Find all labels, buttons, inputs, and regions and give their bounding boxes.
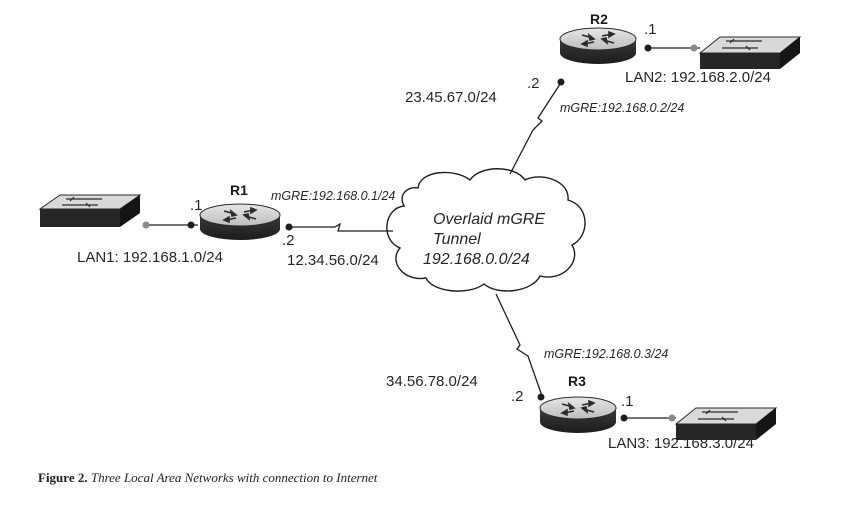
r3-mgre-address: mGRE:192.168.0.3/24 xyxy=(544,347,669,361)
lan-link-r1 xyxy=(142,221,198,229)
lan-link-r2 xyxy=(644,44,700,52)
caption-prefix: Figure 2. xyxy=(38,470,88,485)
router-r2-icon xyxy=(559,27,637,64)
wan-link-r3 xyxy=(495,293,543,397)
r2-lan-host: .1 xyxy=(644,21,657,38)
lan2-label: LAN2: 192.168.2.0/24 xyxy=(625,69,771,86)
lan-link-r3 xyxy=(620,414,676,422)
r1-wan-subnet: 12.34.56.0/24 xyxy=(287,252,379,269)
r1-wan-host: .2 xyxy=(282,232,295,249)
wan-link-r1 xyxy=(290,222,393,232)
caption-text: Three Local Area Networks with connectio… xyxy=(90,470,378,485)
cloud-subnet: 192.168.0.0/24 xyxy=(423,251,530,268)
cloud-title: Overlaid mGRE xyxy=(433,211,546,228)
mgre-tunnel-cloud xyxy=(386,168,586,292)
r3-wan-subnet: 34.56.78.0/24 xyxy=(386,373,478,390)
router-r1-icon xyxy=(199,203,281,240)
r2-wan-port xyxy=(557,78,565,86)
cloud-subtitle: Tunnel xyxy=(433,231,481,248)
switch-lan2-icon xyxy=(698,36,802,69)
r1-mgre-address: mGRE:192.168.0.1/24 xyxy=(271,189,396,203)
r2-wan-subnet: 23.45.67.0/24 xyxy=(405,89,497,106)
router-r3-name: R3 xyxy=(568,373,586,389)
r3-lan-host: .1 xyxy=(621,393,634,410)
r3-wan-port xyxy=(537,393,545,401)
r1-wan-port xyxy=(285,223,293,231)
lan1-label: LAN1: 192.168.1.0/24 xyxy=(77,249,223,266)
router-r1-name: R1 xyxy=(230,182,248,198)
r2-mgre-address: mGRE:192.168.0.2/24 xyxy=(560,101,685,115)
r2-wan-host: .2 xyxy=(527,75,540,92)
lan3-label: LAN3: 192.168.3.0/24 xyxy=(608,435,754,452)
router-r3-icon xyxy=(539,396,617,433)
figure-caption: Figure 2. Three Local Area Networks with… xyxy=(38,470,377,486)
wan-link-r2 xyxy=(509,80,563,175)
switch-lan1-icon xyxy=(38,194,142,227)
r1-lan-host: .1 xyxy=(190,197,203,214)
switch-lan3-icon xyxy=(674,407,778,440)
router-r2-name: R2 xyxy=(590,11,608,27)
r3-wan-host: .2 xyxy=(511,388,524,405)
